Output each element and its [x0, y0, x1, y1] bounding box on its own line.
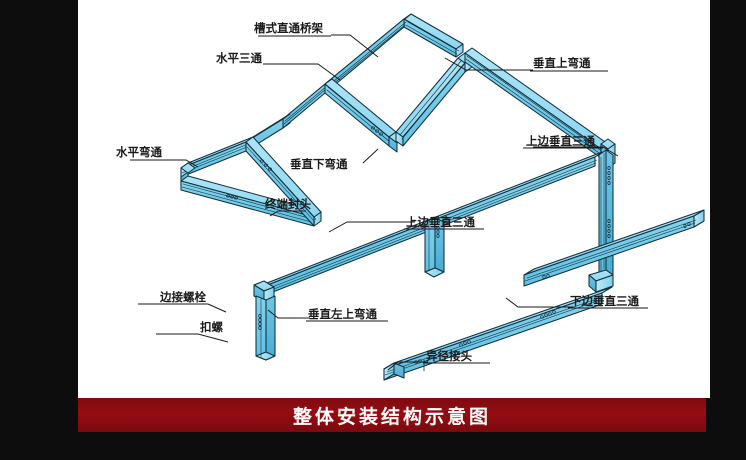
cable-tray-assembly-diagram: 槽式直通桥架 水平三通 垂直上弯通 水平弯通 垂直下弯通 上边垂直三通 终端封头… — [116, 13, 705, 381]
part-trough-straight-tray — [403, 13, 464, 58]
part-right-vertical-post — [598, 149, 614, 276]
label-trough-straight-tray: 槽式直通桥架 — [254, 21, 323, 35]
label-text-group: 槽式直通桥架 水平三通 垂直上弯通 水平弯通 垂直下弯通 上边垂直三通 终端封头… — [116, 21, 639, 363]
part-lower-right-upper-beam — [523, 209, 705, 287]
label-underline-group — [258, 35, 648, 364]
caption-banner: 整体安装结构示意图 — [78, 398, 706, 432]
diagram-panel: 槽式直通桥架 水平三通 垂直上弯通 水平弯通 垂直下弯通 上边垂直三通 终端封头… — [78, 0, 710, 398]
part-vertical-left-up-bend-post — [255, 295, 276, 361]
bolt-marks-right-post — [607, 166, 611, 238]
label-vertical-down-bend: 垂直下弯通 — [290, 157, 348, 171]
leader-lines-group — [130, 34, 619, 371]
label-vertical-up-bend: 垂直上弯通 — [533, 56, 591, 70]
label-lock-nut: 扣螺 — [200, 320, 223, 334]
part-chevron-right-arm — [395, 57, 466, 147]
label-horizontal-bend: 水平弯通 — [116, 145, 162, 159]
bolt-marks-chevron-left — [371, 126, 383, 136]
label-terminal-end-cap: 终端封头 — [265, 197, 311, 211]
part-upper-vertical-tee-mid — [424, 217, 445, 278]
bolt-marks-left-post — [258, 314, 262, 330]
label-horizontal-tee: 水平三通 — [216, 51, 262, 65]
caption-banner-title: 整体安装结构示意图 — [292, 405, 491, 428]
part-horizontal-bend — [180, 162, 196, 174]
part-chevron-left-arm — [324, 78, 397, 147]
bolt-marks-loop-lower — [226, 194, 238, 200]
label-upper-vertical-tee-mid: 上边垂直三通 — [406, 215, 475, 229]
part-horizontal-tee — [282, 78, 333, 129]
bolt-marks-loop-inner — [260, 159, 272, 171]
label-lower-vertical-tee: 下边垂直三通 — [570, 294, 639, 308]
bolt-marks-lr-upper — [542, 222, 691, 279]
label-upper-vertical-tee-right: 上边垂直三通 — [526, 134, 595, 148]
label-vertical-left-up-bend: 垂直左上弯通 — [308, 307, 377, 321]
part-loop-inner-right-run — [245, 136, 322, 227]
part-lower-vertical-tee — [588, 269, 614, 293]
label-side-connect-bolt: 边接螺栓 — [159, 290, 206, 304]
label-reducer-joint: 异径接头 — [426, 349, 472, 363]
tray-geometry-group — [180, 13, 705, 381]
